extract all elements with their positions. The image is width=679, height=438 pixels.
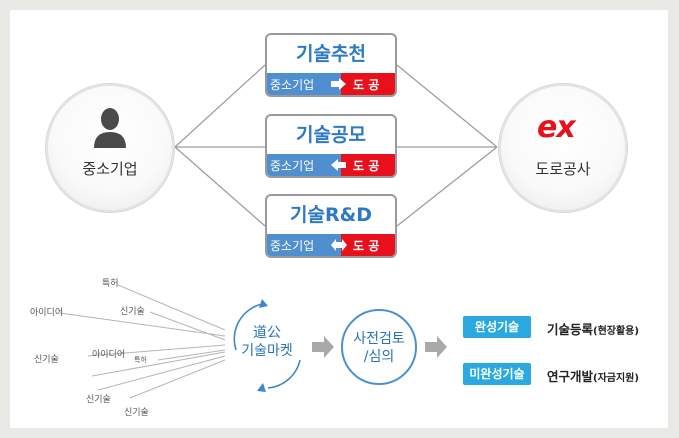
card-tech-contest: 기술공모 중소기업 도 공 bbox=[265, 114, 397, 178]
to-label: 도 공 bbox=[353, 239, 380, 253]
card-flow-bar: 중소기업 도 공 bbox=[267, 73, 395, 95]
to-label: 도 공 bbox=[353, 78, 380, 92]
card-title: 기술추천 bbox=[296, 43, 366, 65]
sme-label: 중소기업 bbox=[82, 160, 138, 178]
idea-word: 신기술 bbox=[86, 395, 111, 405]
card-flow-bar: 중소기업 도 공 bbox=[267, 234, 395, 256]
review-bubble: 사전검토 /심의 bbox=[341, 309, 417, 385]
completed-tech-badge: 완성기술 bbox=[463, 316, 531, 338]
review-line1: 사전검토 bbox=[353, 331, 405, 347]
idea-word: 특허 bbox=[134, 356, 147, 364]
completed-result: 기술등록(현장활용) bbox=[547, 319, 639, 338]
idea-word: 아이디어 bbox=[92, 350, 126, 360]
korea-expressway-node: ex 도로공사 bbox=[499, 84, 627, 212]
idea-lines bbox=[59, 284, 226, 399]
to-label: 도 공 bbox=[353, 159, 380, 173]
idea-word: 특허 bbox=[102, 279, 119, 289]
idea-word: 신기술 bbox=[120, 307, 145, 317]
card-title: 기술공모 bbox=[296, 124, 366, 146]
from-label: 중소기업 bbox=[270, 159, 315, 173]
result-detail: (자금지원) bbox=[593, 373, 639, 384]
card-tech-rnd: 기술R&D 중소기업 도 공 bbox=[265, 194, 397, 258]
incomplete-tech-badge: 미완성기술 bbox=[463, 363, 531, 385]
card-title: 기술R&D bbox=[290, 204, 372, 226]
idea-word: 신기술 bbox=[124, 408, 149, 418]
cycle-arrows bbox=[233, 303, 301, 389]
card-flow-bar: 중소기업 도 공 bbox=[267, 154, 395, 176]
result-detail: (현장활용) bbox=[593, 326, 639, 337]
market-line2: 기술마켓 bbox=[241, 343, 293, 359]
expressway-label: 도로공사 bbox=[535, 160, 591, 178]
result-main: 연구개발 bbox=[547, 369, 594, 384]
market-line1: 道公 bbox=[253, 325, 281, 341]
review-line2: /심의 bbox=[363, 349, 395, 365]
from-label: 중소기업 bbox=[270, 239, 315, 253]
person-icon bbox=[94, 108, 126, 148]
ex-logo: ex bbox=[537, 110, 576, 145]
right-arrow-icon bbox=[331, 78, 346, 90]
result-main: 기술등록 bbox=[547, 322, 594, 337]
idea-word: 아이디어 bbox=[30, 308, 64, 318]
flow-arrows bbox=[312, 336, 447, 358]
tech-market: 道公 기술마켓 bbox=[234, 324, 300, 360]
idea-word: 신기술 bbox=[34, 355, 59, 365]
double-arrow-icon bbox=[331, 239, 347, 251]
from-label: 중소기업 bbox=[270, 78, 315, 92]
card-tech-recommend: 기술추천 중소기업 도 공 bbox=[265, 33, 397, 97]
left-arrow-icon bbox=[331, 159, 346, 171]
incomplete-result: 연구개발(자금지원) bbox=[547, 366, 639, 385]
sme-node: 중소기업 bbox=[46, 84, 174, 212]
